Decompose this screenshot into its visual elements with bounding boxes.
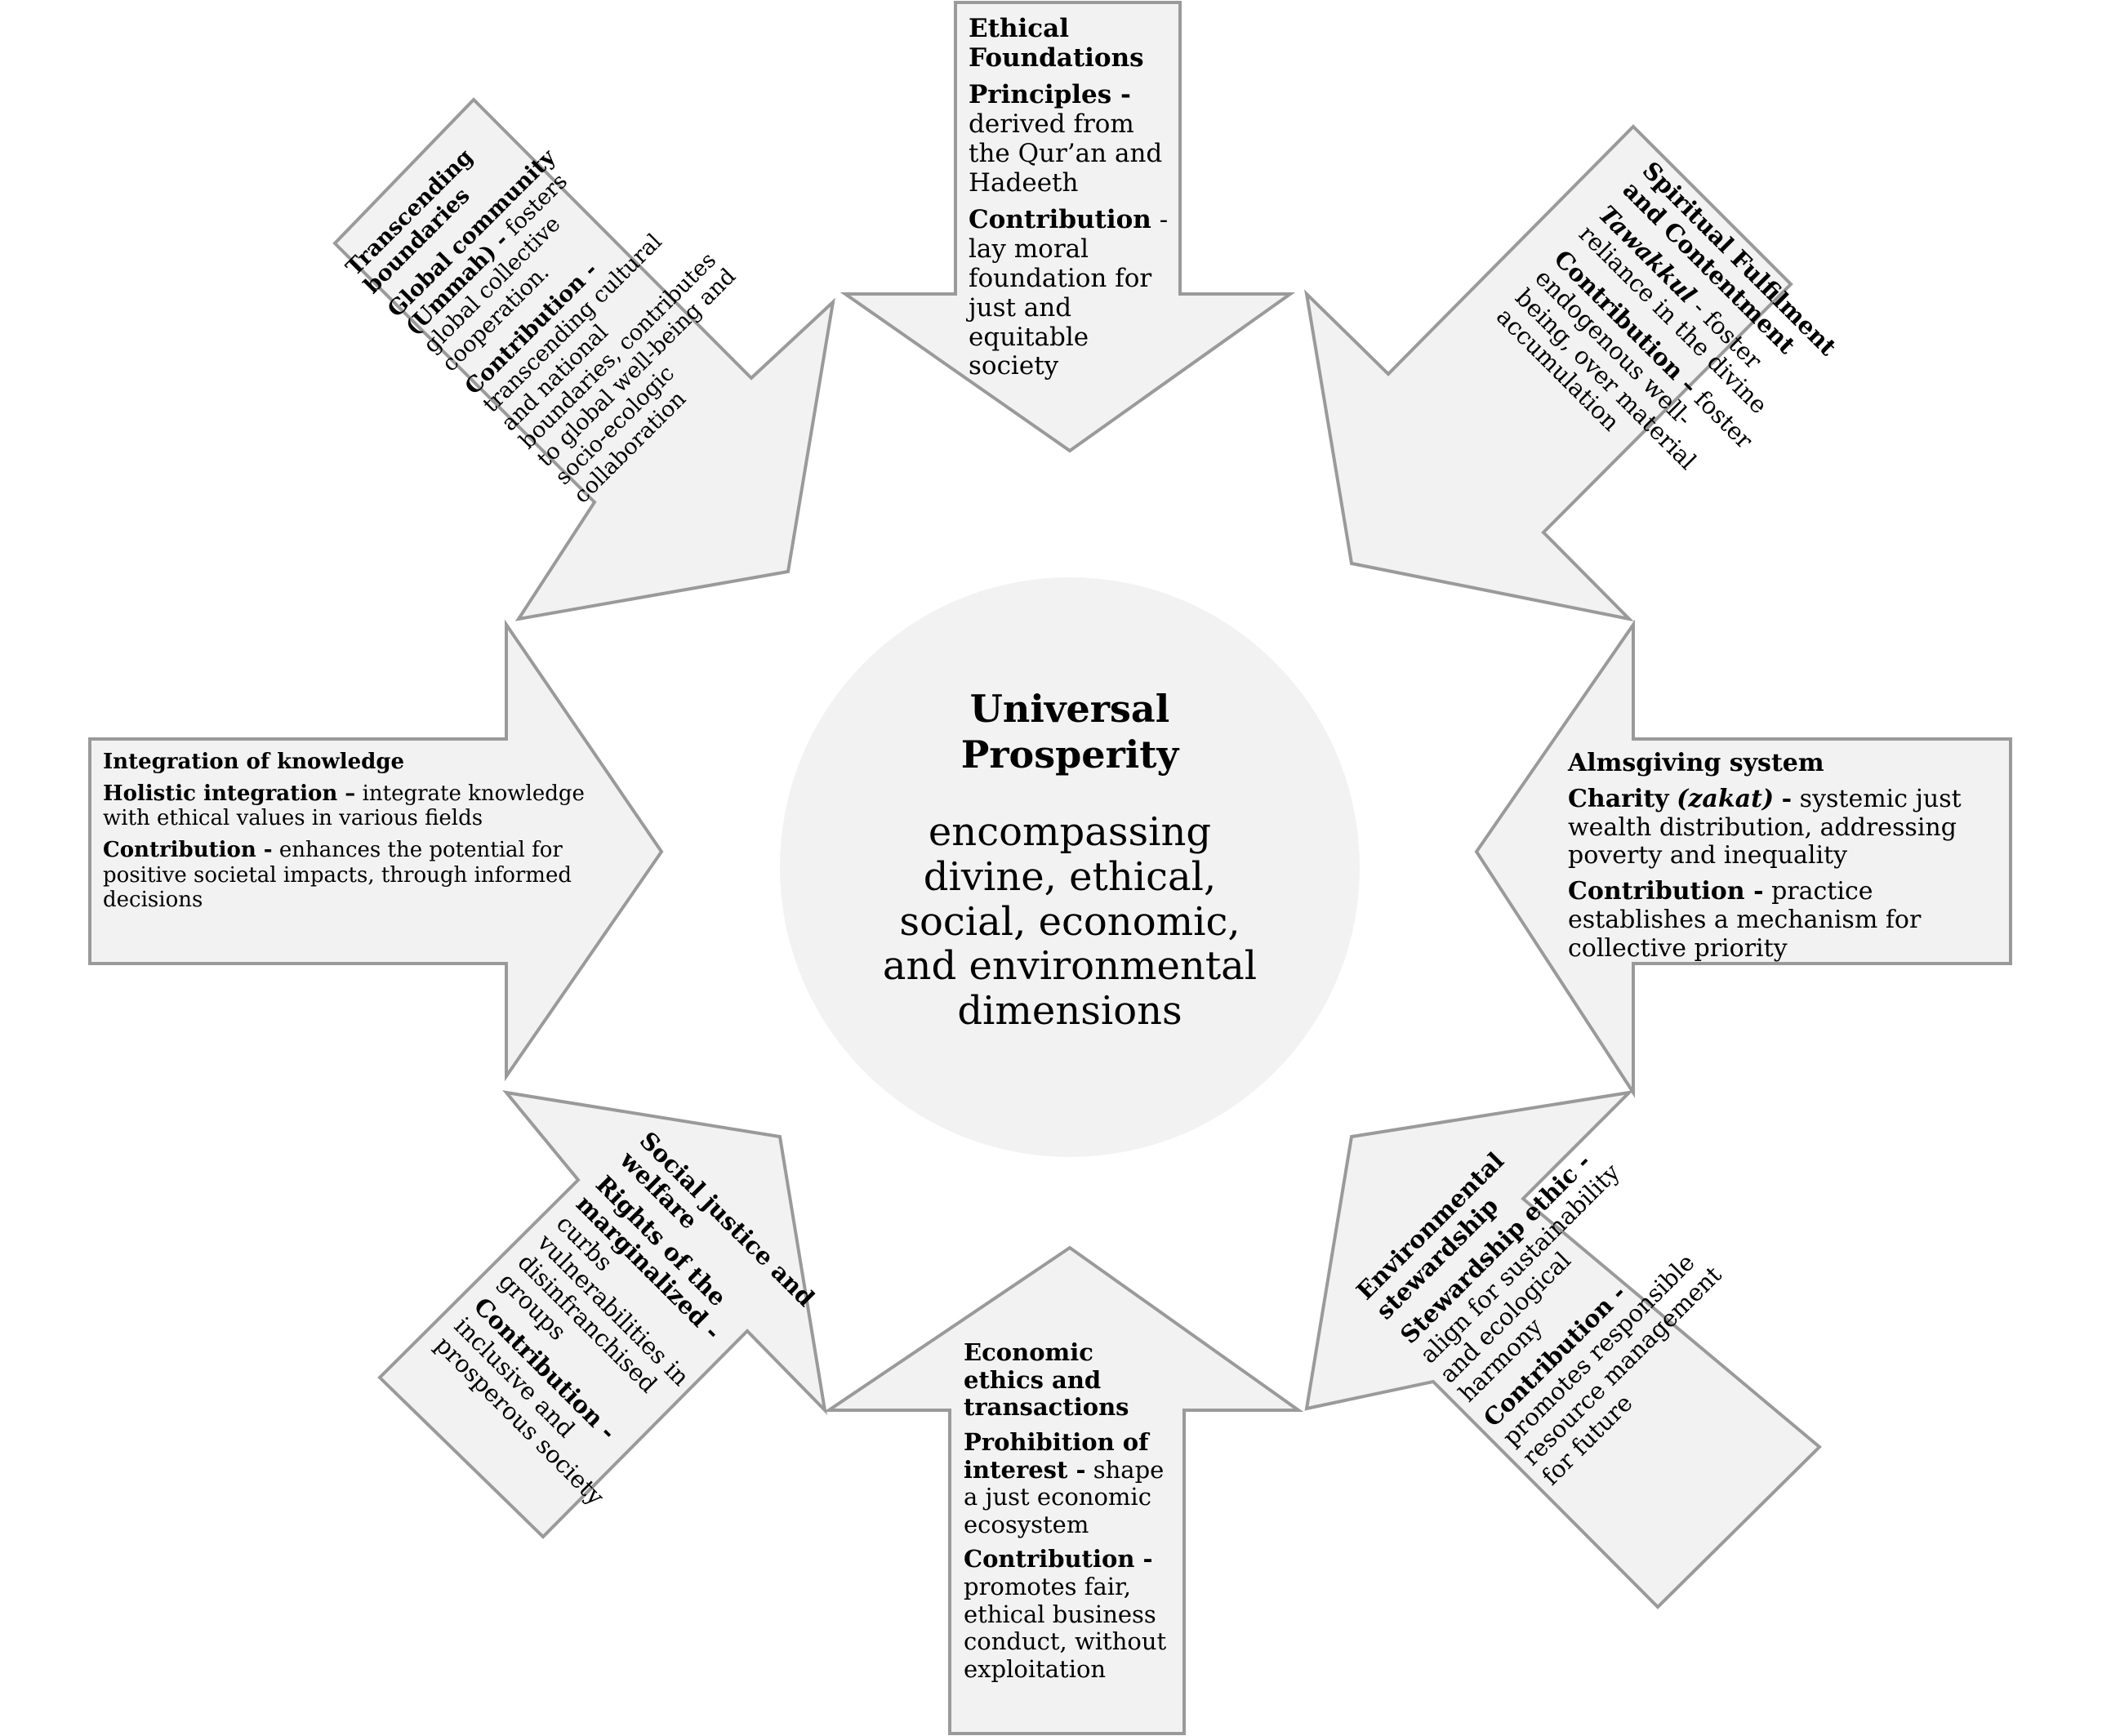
knowledge-holistic-label: Holistic integration – <box>103 781 356 807</box>
arrow-spiritual-fulfilment <box>1304 124 1793 622</box>
box-almsgiving-system: Almsgiving system Charity (zakat) - syst… <box>1568 749 1993 971</box>
economic-title: Economic ethics and transactions <box>964 1338 1129 1422</box>
economic-prohibition-label: Prohibition of interest - <box>964 1427 1149 1484</box>
almsgiving-charity: Charity (zakat) - systemic just wealth d… <box>1568 784 1993 870</box>
arrow-environmental-stewardship <box>1304 1090 1822 1609</box>
arrow-integration-knowledge <box>88 619 664 1082</box>
almsgiving-zakat-label: (zakat) <box>1677 784 1775 813</box>
almsgiving-contribution-label: Contribution - <box>1568 877 1764 906</box>
almsgiving-contribution: Contribution - practice establishes a me… <box>1568 877 1993 963</box>
ethical-contribution-text: - lay moral foundation for just and equi… <box>969 204 1169 381</box>
economic-contribution-label: Contribution - <box>964 1545 1153 1574</box>
knowledge-holistic: Holistic integration – integrate knowled… <box>103 781 585 830</box>
knowledge-contribution: Contribution - enhances the potential fo… <box>103 838 585 911</box>
arrow-ethical-foundations <box>840 1 1296 453</box>
center-circle <box>780 577 1360 1157</box>
arrow-economic-ethics <box>823 1245 1304 1735</box>
arrow-social-justice <box>377 1090 827 1539</box>
almsgiving-charity-label: Charity <box>1568 784 1669 813</box>
center-subtitle: encompassing divine, ethical, social, ec… <box>882 809 1258 1035</box>
knowledge-title: Integration of knowledge <box>103 750 405 774</box>
ethical-principles-label: Principles - <box>969 79 1131 109</box>
ethical-principles-text: derived from the Qur’an and Hadeeth <box>969 109 1163 198</box>
ethical-principles: Principles - derived from the Qur’an and… <box>969 79 1173 198</box>
arrow-almsgiving-system <box>1474 619 2012 1098</box>
knowledge-contribution-label: Contribution - <box>103 838 273 863</box>
almsgiving-title: Almsgiving system <box>1568 749 1824 777</box>
economic-prohibition: Prohibition of interest - shape a just e… <box>964 1427 1180 1539</box>
economic-contribution: Contribution - promotes fair, ethical bu… <box>964 1546 1180 1683</box>
almsgiving-charity-text: systemic just wealth distribution, addre… <box>1568 784 1962 870</box>
box-economic-ethics: Economic ethics and transactions Prohibi… <box>964 1338 1180 1691</box>
ethical-title: Ethical Foundations <box>969 14 1144 73</box>
arrow-transcending-boundaries <box>332 97 835 621</box>
box-ethical-foundations: Ethical Foundations Principles - derived… <box>969 14 1173 389</box>
almsgiving-dash: - <box>1781 784 1793 813</box>
economic-contribution-text: promotes fair, ethical business conduct,… <box>964 1573 1167 1683</box>
box-integration-knowledge: Integration of knowledge Holistic integr… <box>103 750 585 919</box>
ethical-contribution-label: Contribution <box>969 204 1151 234</box>
ethical-contribution: Contribution - lay moral foundation for … <box>969 204 1173 382</box>
economic-prohibition-text: shape a just economic ecosystem <box>964 1455 1165 1538</box>
knowledge-holistic-text: integrate knowledge with ethical values … <box>103 781 585 831</box>
center-title: Universal Prosperity <box>960 687 1179 777</box>
almsgiving-contribution-text: practice establishes a mechanism for col… <box>1568 877 1922 963</box>
knowledge-contribution-text: enhances the potential for positive soci… <box>103 838 572 912</box>
center-text: Universal Prosperity encompassing divine… <box>857 686 1282 1034</box>
